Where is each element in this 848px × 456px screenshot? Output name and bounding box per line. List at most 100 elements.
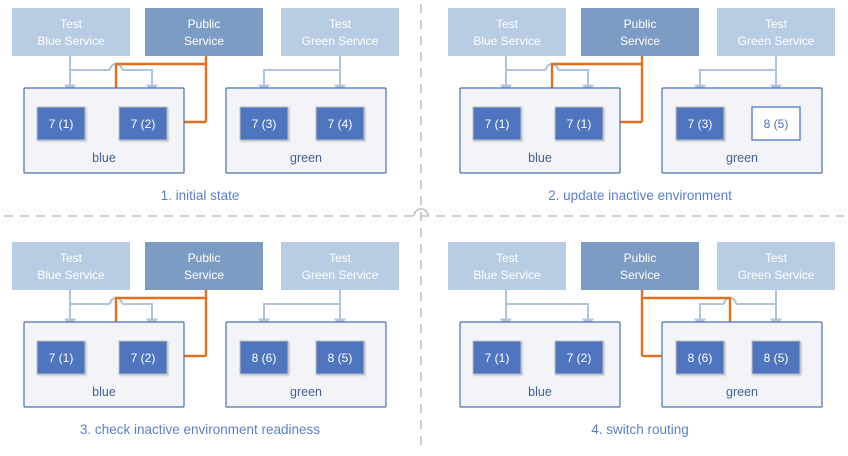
service-box[interactable] bbox=[717, 242, 835, 290]
service-label-line1: Test bbox=[329, 251, 352, 265]
panel-2-service-public[interactable]: Public Service bbox=[581, 8, 699, 56]
env-label-blue: blue bbox=[92, 385, 116, 399]
panel-3-instance-1[interactable]: 7 (1) bbox=[36, 340, 86, 375]
instance-box[interactable] bbox=[239, 106, 289, 141]
panel-4: blue green 7 (1) 7 (2) 8 (6) 8 (5) Test … bbox=[448, 242, 835, 437]
instance-label: 8 (6) bbox=[688, 351, 713, 365]
panel-3-caption: 3. check inactive environment readiness bbox=[80, 422, 320, 437]
panel-1-instance-3[interactable]: 7 (3) bbox=[239, 106, 289, 141]
service-box[interactable] bbox=[448, 242, 566, 290]
panel-4-connectors-blue bbox=[499, 290, 782, 328]
panel-2-instance-4[interactable]: 8 (5) bbox=[751, 106, 801, 141]
panel-3-connectors-blue bbox=[63, 290, 346, 328]
panel-4-instance-4[interactable]: 8 (5) bbox=[751, 340, 801, 375]
service-box[interactable] bbox=[581, 8, 699, 56]
connector-testgreen-to-inst3 bbox=[693, 303, 724, 328]
instance-box-outlined[interactable] bbox=[751, 106, 801, 141]
panel-3-service-test-blue[interactable]: Test Blue Service bbox=[12, 242, 130, 290]
panel-1-instance-2[interactable]: 7 (2) bbox=[118, 106, 168, 141]
panel-1-service-test-green[interactable]: Test Green Service bbox=[281, 8, 399, 56]
service-label-line1: Public bbox=[624, 17, 657, 31]
panel-3-instance-2[interactable]: 7 (2) bbox=[118, 340, 168, 375]
instance-box[interactable] bbox=[751, 340, 801, 375]
instance-box[interactable] bbox=[36, 340, 86, 375]
panel-2-instance-2[interactable]: 7 (1) bbox=[554, 106, 604, 141]
instance-label: 8 (5) bbox=[764, 117, 789, 131]
service-label-line1: Test bbox=[765, 251, 788, 265]
panel-1-instance-4[interactable]: 7 (4) bbox=[315, 106, 365, 141]
panel-4-service-public[interactable]: Public Service bbox=[581, 242, 699, 290]
panel-3: blue green 7 (1) 7 (2) 8 (6) 8 (5) Test … bbox=[12, 242, 399, 437]
instance-label: 7 (3) bbox=[252, 117, 277, 131]
instance-box[interactable] bbox=[675, 106, 725, 141]
panel-3-instance-4[interactable]: 8 (5) bbox=[315, 340, 365, 375]
service-label-line1: Test bbox=[329, 17, 352, 31]
panel-1-instance-1[interactable]: 7 (1) bbox=[36, 106, 86, 141]
connector-testgreen-branch bbox=[257, 303, 340, 328]
service-box[interactable] bbox=[145, 242, 263, 290]
instance-box[interactable] bbox=[118, 106, 168, 141]
panel-2-instance-3[interactable]: 7 (3) bbox=[675, 106, 725, 141]
panel-4-caption: 4. switch routing bbox=[591, 422, 689, 437]
instance-box[interactable] bbox=[472, 106, 522, 141]
instance-box[interactable] bbox=[675, 340, 725, 375]
instance-box[interactable] bbox=[36, 106, 86, 141]
panel-2-service-test-blue[interactable]: Test Blue Service bbox=[448, 8, 566, 56]
connector-testblue-to-inst2 bbox=[122, 303, 158, 328]
connector-testblue-branch bbox=[506, 303, 594, 328]
divider-crossing-hop bbox=[413, 208, 429, 217]
instance-box[interactable] bbox=[239, 340, 289, 375]
service-box[interactable] bbox=[12, 242, 130, 290]
panel-2: blue green 7 (1) 7 (1) 7 (3) 8 (5) Test … bbox=[448, 8, 835, 203]
panel-1-connectors-blue bbox=[63, 56, 346, 94]
service-label-line2: Service bbox=[620, 34, 660, 48]
service-box[interactable] bbox=[281, 242, 399, 290]
panel-4-service-test-green[interactable]: Test Green Service bbox=[717, 242, 835, 290]
instance-box[interactable] bbox=[118, 340, 168, 375]
instance-label: 7 (1) bbox=[49, 117, 74, 131]
panel-3-service-public[interactable]: Public Service bbox=[145, 242, 263, 290]
service-label-line2: Green Service bbox=[302, 268, 379, 282]
panel-2-caption: 2. update inactive environment bbox=[548, 188, 732, 203]
panel-2-service-test-green[interactable]: Test Green Service bbox=[717, 8, 835, 56]
instance-box[interactable] bbox=[315, 106, 365, 141]
instance-label: 7 (2) bbox=[131, 351, 156, 365]
panel-dividers bbox=[4, 4, 844, 452]
connector-testgreen-branch bbox=[257, 69, 340, 94]
panel-1-service-test-blue[interactable]: Test Blue Service bbox=[12, 8, 130, 56]
service-label-line1: Test bbox=[60, 251, 83, 265]
service-box[interactable] bbox=[717, 8, 835, 56]
instance-label: 8 (5) bbox=[764, 351, 789, 365]
env-label-blue: blue bbox=[92, 151, 116, 165]
panel-4-service-test-blue[interactable]: Test Blue Service bbox=[448, 242, 566, 290]
service-box[interactable] bbox=[448, 8, 566, 56]
service-label-line1: Public bbox=[188, 17, 221, 31]
panel-2-instance-1[interactable]: 7 (1) bbox=[472, 106, 522, 141]
service-box[interactable] bbox=[581, 242, 699, 290]
panel-4-instance-1[interactable]: 7 (1) bbox=[472, 340, 522, 375]
instance-box[interactable] bbox=[554, 106, 604, 141]
service-box[interactable] bbox=[145, 8, 263, 56]
panel-3-service-test-green[interactable]: Test Green Service bbox=[281, 242, 399, 290]
service-label-line2: Blue Service bbox=[473, 268, 541, 282]
instance-label: 7 (2) bbox=[567, 351, 592, 365]
instance-label: 8 (6) bbox=[252, 351, 277, 365]
service-box[interactable] bbox=[12, 8, 130, 56]
panel-3-instance-3[interactable]: 8 (6) bbox=[239, 340, 289, 375]
service-label-line2: Green Service bbox=[738, 268, 815, 282]
panel-4-instance-3[interactable]: 8 (6) bbox=[675, 340, 725, 375]
service-label-line2: Blue Service bbox=[37, 34, 105, 48]
connector-testblue-to-inst2 bbox=[122, 69, 158, 94]
panel-4-instance-2[interactable]: 7 (2) bbox=[554, 340, 604, 375]
env-label-green: green bbox=[290, 385, 322, 399]
panel-1-caption: 1. initial state bbox=[161, 188, 240, 203]
service-label-line2: Green Service bbox=[302, 34, 379, 48]
instance-box[interactable] bbox=[315, 340, 365, 375]
service-box[interactable] bbox=[281, 8, 399, 56]
instance-box[interactable] bbox=[554, 340, 604, 375]
instance-box[interactable] bbox=[472, 340, 522, 375]
env-label-blue: blue bbox=[528, 385, 552, 399]
panel-1-service-public[interactable]: Public Service bbox=[145, 8, 263, 56]
connector-testblue-to-inst2 bbox=[558, 69, 594, 94]
